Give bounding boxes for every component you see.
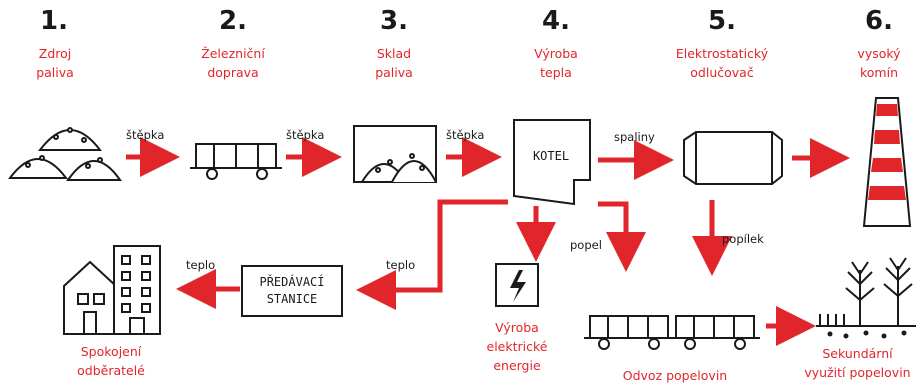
flow-label-heat-station: teplo	[386, 258, 416, 272]
flow-label-chips-2: štěpka	[286, 128, 325, 142]
fuel-pile-icon	[8, 127, 122, 181]
electricity-label: Výroba elektrické energie	[486, 320, 548, 373]
step-6-label: vysoký komín	[857, 46, 901, 80]
step-4-label: Výroba tepla	[534, 46, 578, 80]
flow-label-flyash: popílek	[722, 232, 764, 246]
consumers-icon	[63, 245, 161, 335]
electricity-icon	[495, 263, 539, 307]
flow-label-flue: spaliny	[614, 130, 655, 144]
step-4-number: 4.	[542, 6, 570, 36]
step-2-number: 2.	[219, 6, 247, 36]
boiler-label: KOTEL	[532, 149, 570, 163]
flow-label-chips-3: štěpka	[446, 128, 485, 142]
chimney-icon	[862, 97, 912, 227]
step-2-label: Železniční doprava	[201, 46, 265, 80]
station-box	[241, 265, 343, 317]
flow-label-heat-consumers: teplo	[186, 258, 216, 272]
flow-label-ash: popel	[570, 238, 602, 252]
precipitator-icon	[683, 131, 783, 185]
step-6-number: 6.	[865, 6, 893, 36]
arrow-heat-station	[356, 199, 508, 310]
rail-wagon-icon	[190, 143, 282, 180]
arrow-ash	[598, 201, 646, 272]
station-label: PŘEDÁVACÍ STANICE	[259, 275, 325, 306]
step-1-number: 1.	[40, 6, 68, 36]
consumers-label: Spokojení odběratelé	[77, 344, 145, 378]
step-5-number: 5.	[708, 6, 736, 36]
step-3-number: 3.	[380, 6, 408, 36]
step-5-label: Elektrostatický odlučovač	[675, 46, 769, 80]
boiler-shape	[513, 119, 591, 206]
ash-wagons-icon	[584, 315, 760, 350]
plants-icon	[816, 257, 916, 339]
step-3-label: Sklad paliva	[375, 46, 413, 80]
flow-label-chips-1: štěpka	[126, 128, 165, 142]
step-1-label: Zdroj paliva	[36, 46, 74, 80]
fuel-storage-icon	[353, 125, 437, 183]
ash-removal-label: Odvoz popelovin	[622, 368, 728, 383]
secondary-use-label: Sekundární využití popelovin	[804, 346, 911, 380]
